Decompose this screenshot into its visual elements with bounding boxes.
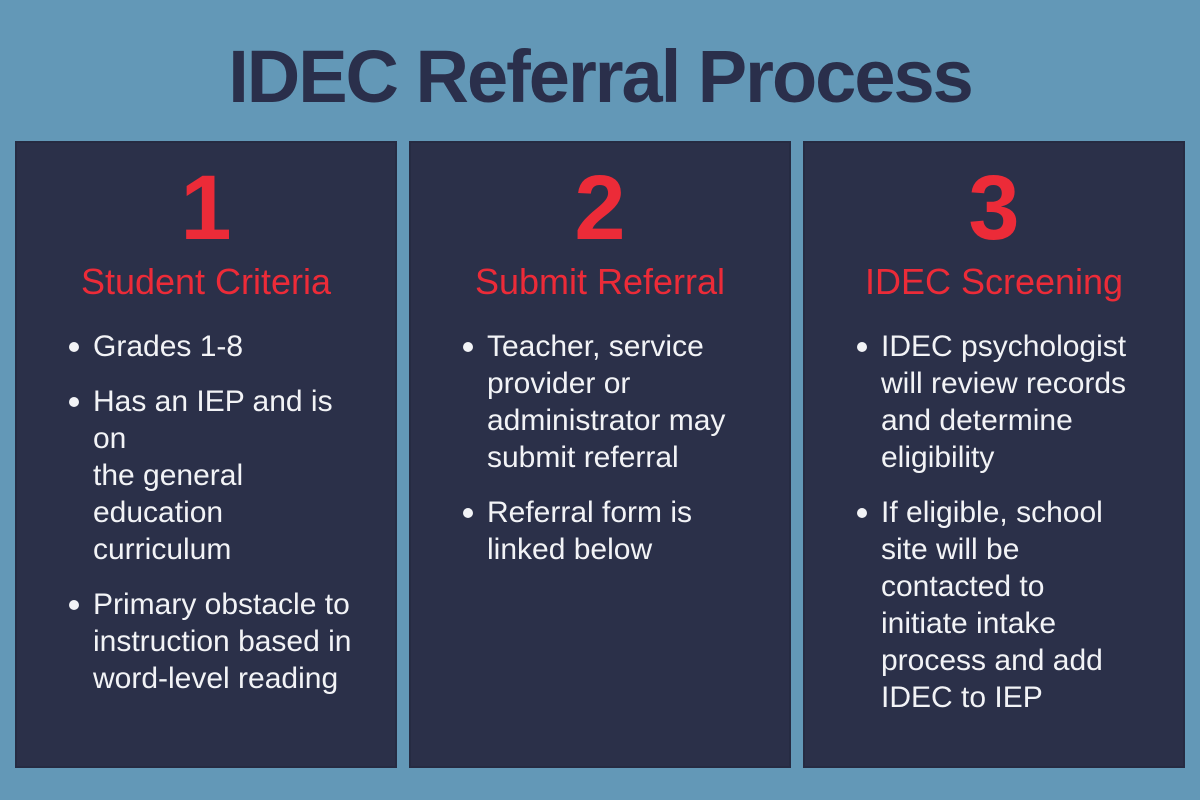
bullet-text: Referral form is linked below: [487, 496, 693, 566]
card-step-1: 1 Student Criteria Grades 1-8 Has an IEP…: [15, 141, 397, 768]
bullet-list: Grades 1-8 Has an IEP and is on the gene…: [67, 328, 367, 697]
bullet-list: IDEC psychologist will review records an…: [855, 328, 1155, 716]
card-heading: IDEC Screening: [864, 261, 1124, 302]
bullet-item: Grades 1-8: [67, 328, 367, 365]
bullet-text: IDEC psychologist will review records an…: [881, 330, 1127, 474]
bullet-item: Referral form is linked below: [461, 494, 761, 568]
step-number: 1: [180, 157, 232, 259]
bullet-item: IDEC psychologist will review records an…: [855, 328, 1155, 476]
bullet-text: If eligible, school site will be contact…: [881, 496, 1103, 714]
bullet-text: Grades 1-8: [93, 330, 244, 363]
card-step-3: 3 IDEC Screening IDEC psychologist will …: [803, 141, 1185, 768]
header: IDEC Referral Process: [0, 0, 1200, 141]
bullet-item: Has an IEP and is on the general educati…: [67, 383, 367, 568]
card-step-2: 2 Submit Referral Teacher, service provi…: [409, 141, 791, 768]
bullet-text: Has an IEP and is on the general educati…: [93, 385, 333, 566]
step-number: 2: [574, 157, 626, 259]
bullet-dot-icon: [463, 508, 473, 518]
card-heading: Submit Referral: [474, 261, 726, 302]
bullet-item: Teacher, service provider or administrat…: [461, 328, 761, 476]
bullet-text: Teacher, service provider or administrat…: [487, 330, 726, 474]
bullet-list: Teacher, service provider or administrat…: [461, 328, 761, 568]
bullet-dot-icon: [69, 397, 79, 407]
step-number: 3: [968, 157, 1020, 259]
page-title: IDEC Referral Process: [228, 35, 974, 118]
bullet-text: Primary obstacle to instruction based in…: [93, 588, 352, 695]
bullet-item: If eligible, school site will be contact…: [855, 494, 1155, 716]
bullet-dot-icon: [69, 342, 79, 352]
cards-row: 1 Student Criteria Grades 1-8 Has an IEP…: [0, 141, 1200, 768]
bullet-dot-icon: [857, 342, 867, 352]
bullet-item: Primary obstacle to instruction based in…: [67, 586, 367, 697]
bullet-dot-icon: [463, 342, 473, 352]
card-heading: Student Criteria: [80, 261, 332, 302]
bullet-dot-icon: [857, 508, 867, 518]
bullet-dot-icon: [69, 600, 79, 610]
